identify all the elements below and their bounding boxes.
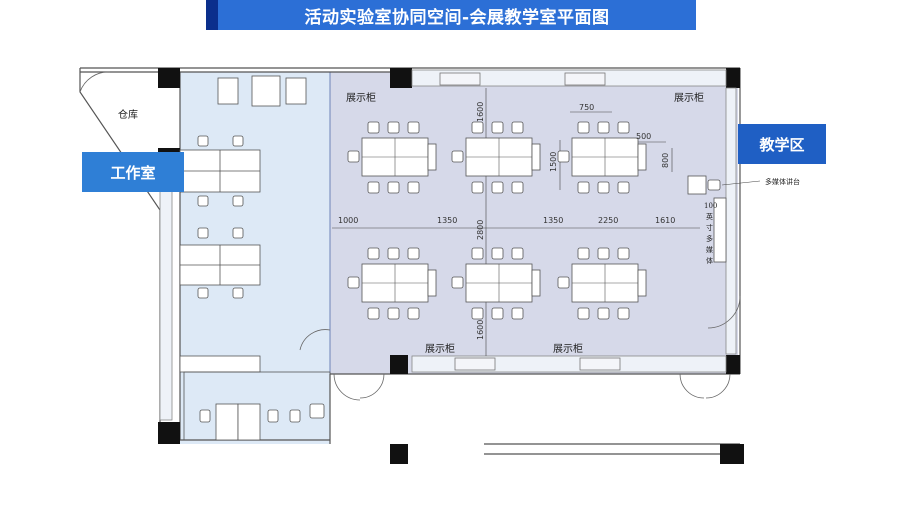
chair	[491, 307, 504, 320]
display-cabinet-label-top-left: 展示柜	[346, 91, 376, 104]
chair	[597, 121, 610, 134]
chair	[511, 307, 524, 320]
chair	[491, 121, 504, 134]
chair	[617, 181, 630, 194]
chair	[387, 121, 400, 134]
table-end	[531, 269, 541, 297]
chair	[597, 247, 610, 260]
display-cabinet-label-bottom-left: 展示柜	[425, 342, 455, 355]
chair	[577, 307, 590, 320]
chair	[597, 181, 610, 194]
workroom-label: 工作室	[82, 152, 184, 192]
workroom-chairs	[197, 135, 325, 423]
chair	[577, 247, 590, 260]
dim-750: 750	[579, 103, 594, 112]
dim-1600-top: 1600	[476, 102, 485, 122]
chair	[387, 247, 400, 260]
tv-label-2: 英	[706, 212, 713, 221]
chair	[367, 181, 380, 194]
dim-1500: 1500	[549, 152, 558, 172]
chair	[387, 307, 400, 320]
dim-2800: 2800	[476, 220, 485, 240]
chair	[451, 276, 464, 289]
tv-label-1: 100	[704, 202, 717, 210]
dim-800: 800	[661, 153, 670, 168]
workroom-furniture	[179, 75, 331, 441]
dim-1350-left: 1350	[437, 216, 457, 225]
chair	[511, 247, 524, 260]
doors	[79, 71, 741, 401]
teaching-zone	[330, 72, 738, 374]
display-cabinet-label-bottom-right: 展示柜	[553, 342, 583, 355]
chair	[471, 307, 484, 320]
dim-1350-right: 1350	[543, 216, 563, 225]
title-accent	[206, 0, 218, 30]
podium-symbol	[687, 175, 727, 263]
tv-label-3: 寸	[706, 223, 713, 232]
table-end	[427, 269, 437, 297]
chair	[491, 181, 504, 194]
chair	[367, 121, 380, 134]
tv-label-5: 媒	[706, 245, 713, 254]
dim-500: 500	[636, 132, 651, 141]
chair	[617, 121, 630, 134]
chair	[557, 276, 570, 289]
teaching-tables	[347, 121, 647, 320]
display-cabinet-label-top-right: 展示柜	[674, 91, 704, 104]
chair	[407, 121, 420, 134]
chair	[367, 247, 380, 260]
display-cabinets	[439, 72, 621, 371]
chair	[407, 307, 420, 320]
chair	[597, 307, 610, 320]
chair	[407, 181, 420, 194]
dim-1610: 1610	[655, 216, 675, 225]
chair	[407, 247, 420, 260]
chair	[471, 121, 484, 134]
chair	[367, 307, 380, 320]
chair	[347, 276, 360, 289]
tv-label-6: 体	[706, 256, 713, 265]
chair	[617, 247, 630, 260]
storage-label: 仓库	[118, 108, 138, 121]
chair	[617, 307, 630, 320]
chair	[451, 150, 464, 163]
teaching-zone-label: 教学区	[738, 124, 826, 164]
table-end	[427, 143, 437, 171]
chair	[557, 150, 570, 163]
title-bar: 活动实验室协同空间-会展教学室平面图	[206, 0, 696, 30]
dim-1600-bottom: 1600	[476, 320, 485, 340]
table-end	[637, 269, 647, 297]
dim-1000: 1000	[338, 216, 358, 225]
dim-2250: 2250	[598, 216, 618, 225]
podium-label: 多媒体讲台	[765, 177, 800, 186]
table-end	[531, 143, 541, 171]
chair	[471, 181, 484, 194]
page-title: 活动实验室协同空间-会展教学室平面图	[304, 7, 610, 28]
chair	[471, 247, 484, 260]
tv-label-4: 多	[706, 234, 713, 243]
chair	[511, 121, 524, 134]
chair	[347, 150, 360, 163]
chair	[577, 121, 590, 134]
chair	[577, 181, 590, 194]
chair	[491, 247, 504, 260]
chair	[387, 181, 400, 194]
chair	[511, 181, 524, 194]
table-end	[637, 143, 647, 171]
